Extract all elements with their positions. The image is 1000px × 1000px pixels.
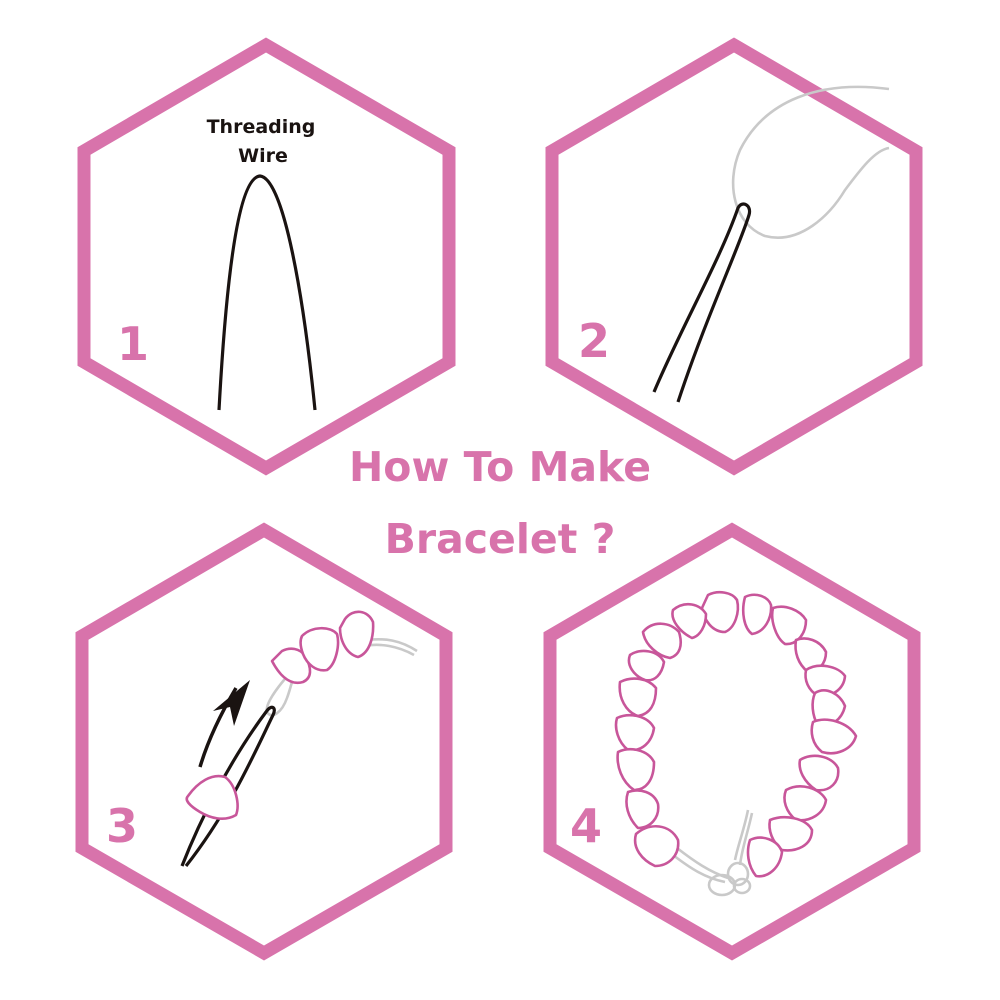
arrowhead-icon (213, 680, 250, 726)
title-line-2: Bracelet ? (385, 515, 616, 563)
step-4-panel: 4 (543, 522, 921, 961)
hexagon-frame-4 (543, 522, 921, 961)
bead-icon (700, 590, 740, 634)
knot-thread-icon (672, 809, 754, 884)
bead-icon (810, 718, 858, 755)
knot-icon (726, 861, 750, 887)
bead-icon (270, 647, 312, 685)
hexagon-frame-3 (75, 522, 453, 961)
thread-icon (364, 638, 418, 657)
step-number-4: 4 (570, 799, 602, 853)
bead-icon (616, 748, 656, 792)
bead-icon (798, 754, 840, 792)
bead-icon (641, 622, 682, 660)
bead-icon (671, 602, 708, 640)
threading-wire-loop-icon (652, 202, 752, 403)
hexagon-frame-1 (77, 37, 456, 476)
bead-icon (633, 825, 680, 868)
bead-icon (627, 649, 666, 682)
bracelet-icon (614, 590, 858, 897)
bead-icon (299, 626, 340, 672)
bead-icon (804, 664, 847, 698)
title: How To Make Bracelet ? (349, 443, 651, 563)
threading-wire-label-line1: Threading (207, 116, 316, 138)
bead-icon (338, 610, 375, 659)
bead-icon (625, 789, 660, 830)
knot-icon (732, 877, 752, 895)
title-line-1: How To Make (349, 443, 651, 491)
thread-icon (731, 85, 890, 239)
step-number-2: 2 (578, 314, 610, 368)
bead-icon (741, 593, 773, 636)
bead-icon (618, 677, 658, 718)
hexagon-frame-2 (545, 37, 923, 476)
threading-wire-label-line2: Wire (238, 145, 288, 167)
step-number-3: 3 (106, 799, 138, 853)
step-number-1: 1 (117, 317, 149, 371)
bead-icon (783, 785, 828, 822)
step-1-panel: Threading Wire 1 (77, 37, 456, 476)
step-3-panel: 3 (75, 522, 453, 961)
bead-icon (614, 714, 656, 752)
knot-icon (707, 873, 737, 897)
step-2-panel: 2 (545, 37, 923, 476)
thread-loop-icon (265, 672, 296, 717)
bead-icon (185, 774, 239, 821)
bead-icon (768, 816, 814, 852)
threading-wire-icon (217, 174, 317, 411)
bead-icon (746, 836, 784, 878)
